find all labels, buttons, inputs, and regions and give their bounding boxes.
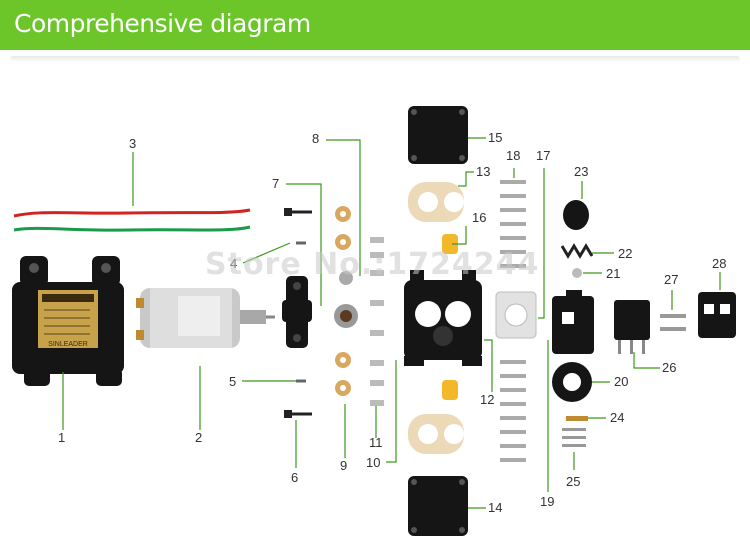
callout-22: 22	[618, 246, 632, 261]
bushings	[334, 206, 358, 396]
switch-housing	[552, 290, 594, 354]
screws-left	[284, 208, 312, 418]
small-screws	[370, 237, 384, 406]
callout-27: 27	[664, 272, 678, 287]
screws-right	[562, 416, 588, 447]
header-banner: Comprehensive diagram	[0, 0, 750, 50]
callout-24: 24	[610, 410, 624, 425]
screw-columns	[500, 180, 526, 462]
leader-lines	[62, 137, 721, 509]
eccentric-bracket	[282, 276, 312, 348]
callout-25: 25	[566, 474, 580, 489]
callout-7: 7	[272, 176, 279, 191]
header-divider	[10, 56, 740, 62]
callout-10: 10	[366, 455, 380, 470]
callout-3: 3	[129, 136, 136, 151]
callout-6: 6	[291, 470, 298, 485]
callout-18: 18	[506, 148, 520, 163]
callout-11: 11	[369, 435, 383, 450]
microswitch	[614, 300, 650, 354]
callout-15: 15	[488, 130, 502, 145]
watermark: Store No.:1724244	[205, 247, 540, 282]
pump-housing: SINLEADER	[12, 256, 124, 386]
page-title: Comprehensive diagram	[14, 9, 311, 38]
callout-17: 17	[536, 148, 550, 163]
callout-20: 20	[614, 374, 628, 389]
callout-9: 9	[340, 458, 347, 473]
callout-14: 14	[488, 500, 502, 515]
wires	[13, 208, 251, 232]
callout-2: 2	[195, 430, 202, 445]
valves-yellow	[442, 234, 458, 400]
callout-4: 4	[230, 256, 237, 271]
callout-21: 21	[606, 266, 620, 281]
motor	[136, 288, 275, 348]
callout-23: 23	[574, 164, 588, 179]
terminal-block	[698, 292, 736, 338]
covers	[408, 106, 468, 536]
callout-28: 28	[712, 256, 726, 271]
callout-12: 12	[480, 392, 494, 407]
callout-26: 26	[662, 360, 676, 375]
switch-parts	[552, 200, 594, 402]
valve-body	[404, 270, 482, 366]
callout-5: 5	[229, 374, 236, 389]
brand-label: SINLEADER	[48, 341, 88, 348]
callout-8: 8	[312, 131, 319, 146]
callout-1: 1	[58, 430, 65, 445]
callout-labels: 1 2 3 4 5 6 7 8 9 10 11 12 13 14 15 16 1…	[58, 130, 726, 515]
callout-19: 19	[540, 494, 554, 509]
screws-27	[660, 314, 686, 331]
pressure-plate	[495, 291, 537, 339]
callout-16: 16	[472, 210, 486, 225]
callout-13: 13	[476, 164, 490, 179]
diaphragms	[408, 182, 464, 454]
